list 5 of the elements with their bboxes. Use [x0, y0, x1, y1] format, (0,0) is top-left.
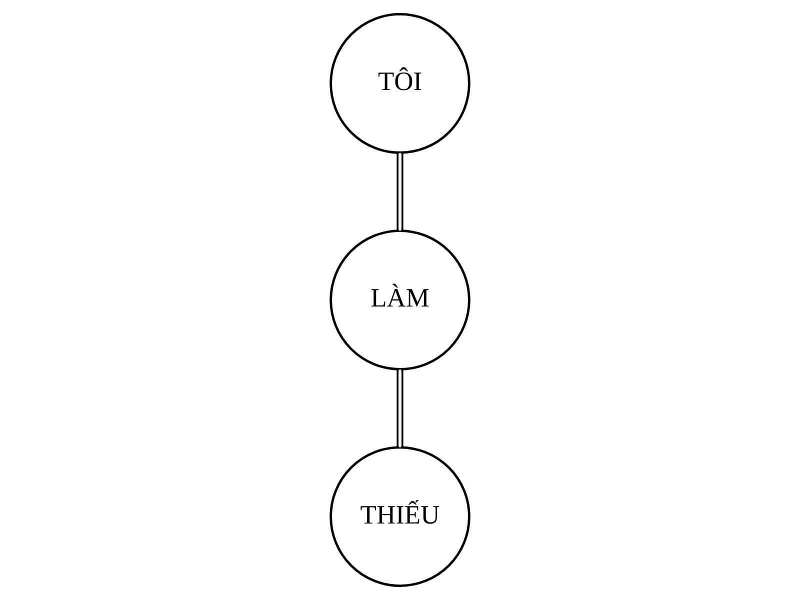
node-circle: LÀM: [330, 230, 470, 370]
connector: [396, 370, 404, 448]
node-circle: TÔI: [330, 13, 470, 154]
node-circle: THIẾU: [330, 446, 470, 587]
connector: [396, 152, 404, 231]
